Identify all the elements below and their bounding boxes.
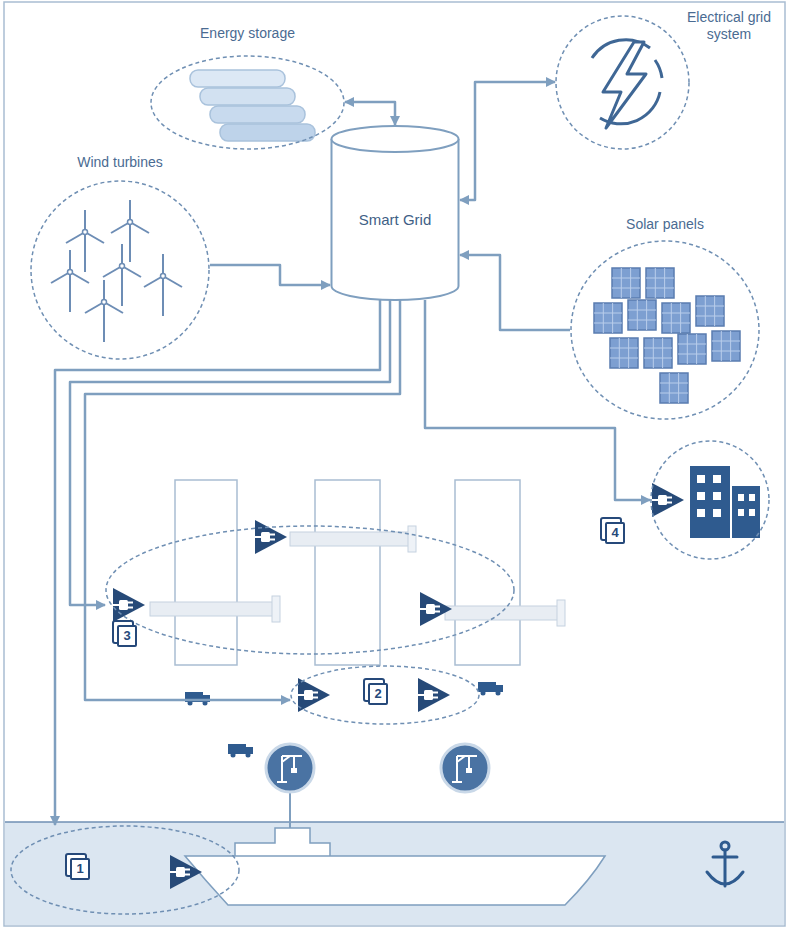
plug-icons bbox=[113, 483, 684, 889]
flow-connector bbox=[425, 300, 650, 500]
battery-icons bbox=[190, 70, 315, 141]
dashed-ellipse bbox=[105, 525, 515, 655]
flow-connector bbox=[55, 300, 380, 825]
dashed-ellipse bbox=[31, 181, 209, 359]
dashed-ellipse bbox=[651, 441, 769, 559]
dashed-ellipse bbox=[555, 15, 690, 150]
callout-number: 2 bbox=[368, 683, 388, 705]
flow-connector bbox=[210, 265, 330, 285]
dashed-ellipse bbox=[150, 55, 345, 150]
container-stacks bbox=[175, 480, 520, 665]
truck-icons bbox=[185, 682, 503, 758]
dashed-ellipse bbox=[11, 826, 239, 914]
flow-connector bbox=[70, 300, 390, 605]
flow-connector bbox=[460, 82, 555, 200]
flow-connector bbox=[85, 300, 400, 700]
dashed-ellipse bbox=[571, 241, 759, 419]
cylinder-top bbox=[332, 126, 459, 152]
grid-group: Electrical grid system bbox=[555, 15, 690, 150]
dashed-ellipse bbox=[291, 666, 479, 724]
callout-number: 1 bbox=[70, 858, 90, 880]
group-label: Wind turbines bbox=[30, 154, 210, 171]
dashed-ellipse bbox=[556, 16, 689, 149]
flow-connector bbox=[345, 102, 395, 125]
flow-connector bbox=[460, 255, 570, 330]
stack-charging-group: 3 bbox=[105, 525, 515, 655]
ship bbox=[185, 792, 605, 905]
storage-group: Energy storage bbox=[150, 55, 345, 150]
dashed-ellipse bbox=[30, 180, 210, 360]
solar-panel-icons bbox=[594, 268, 740, 403]
callout-number: 4 bbox=[605, 522, 625, 544]
anchor-icon bbox=[707, 842, 743, 886]
crane-icons bbox=[266, 744, 489, 792]
callout-number: 3 bbox=[117, 625, 137, 647]
group-label: Electrical grid system bbox=[673, 9, 785, 43]
lightning-icon bbox=[592, 40, 662, 128]
building-icon bbox=[690, 466, 760, 538]
group-label: Solar panels bbox=[570, 216, 760, 233]
solar-group: Solar panels bbox=[570, 240, 760, 420]
group-label: Energy storage bbox=[150, 25, 345, 42]
wind-group: Wind turbines bbox=[30, 180, 210, 360]
shore-power-group: 1 bbox=[10, 825, 240, 915]
building-group: 4 bbox=[650, 440, 770, 560]
water bbox=[5, 822, 784, 925]
node-title: Smart Grid bbox=[330, 211, 460, 229]
quay-edge bbox=[5, 821, 784, 823]
smart-grid-cylinder: Smart Grid bbox=[330, 125, 460, 300]
wind-turbine-icons bbox=[51, 200, 182, 342]
dashed-ellipse bbox=[106, 526, 514, 654]
crane-charging-group: 2 bbox=[290, 665, 480, 725]
frame bbox=[4, 2, 785, 926]
dashed-ellipse bbox=[151, 56, 344, 149]
dashed-ellipse bbox=[10, 825, 240, 915]
dashed-ellipse bbox=[650, 440, 770, 560]
dashed-ellipse bbox=[570, 240, 760, 420]
